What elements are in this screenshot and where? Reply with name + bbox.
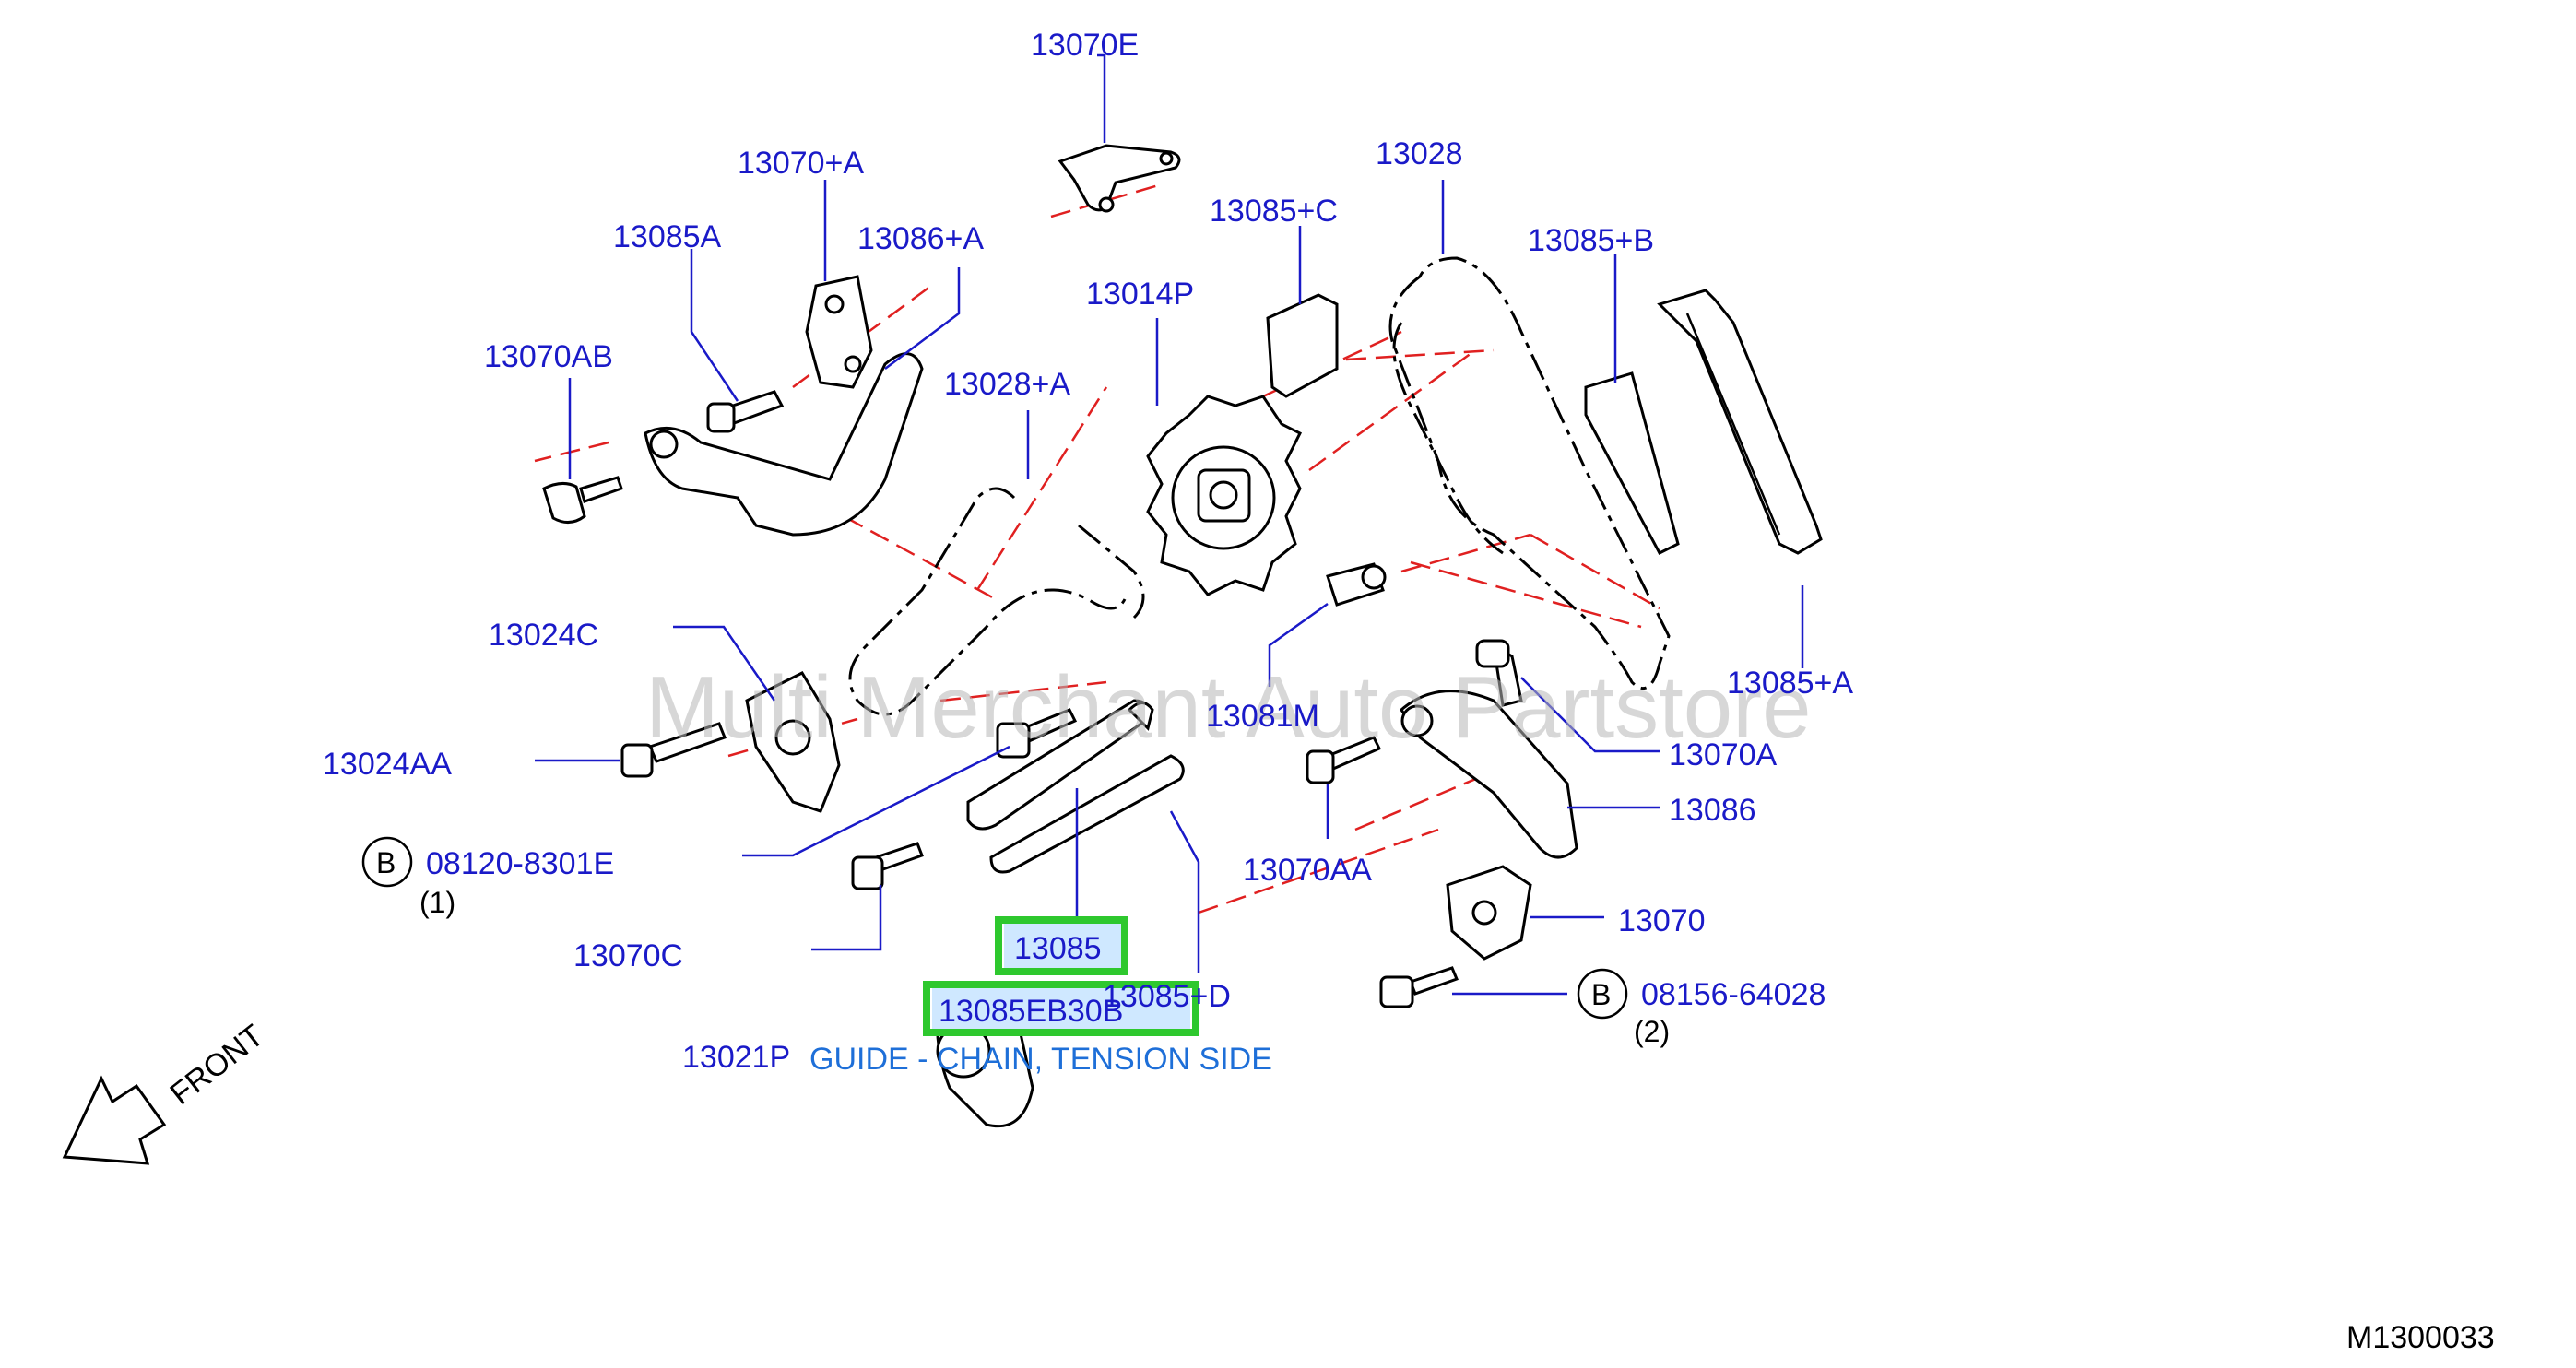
- label-13070E[interactable]: 13070E: [1031, 28, 1139, 63]
- part-13085C-plus-guide: [1266, 293, 1339, 398]
- label-13014P[interactable]: 13014P: [1086, 277, 1194, 312]
- label-13028[interactable]: 13028: [1376, 136, 1463, 171]
- part-13085A-bolt: [706, 390, 785, 433]
- note-2: (2): [1634, 1015, 1670, 1048]
- part-13085B-plus-guide: [1584, 371, 1680, 555]
- note-1: (1): [419, 886, 455, 919]
- part-13014P-sprocket: [1146, 395, 1303, 596]
- watermark: Multi Merchant Auto Partstore: [645, 658, 1812, 757]
- part-08156-bolt: [1379, 966, 1459, 1008]
- label-13028A-plus[interactable]: 13028+A: [944, 367, 1070, 402]
- label-13070A[interactable]: 13070A: [1669, 737, 1778, 772]
- part-13070AB-bolt: [542, 476, 623, 524]
- part-labels: 13070E 13070+A 13085A 13086+A 13070AB 13…: [323, 28, 1853, 1075]
- part-13070-upper-tensioner: [805, 275, 873, 389]
- leader-lines: [535, 53, 1804, 996]
- label-13086[interactable]: 13086: [1669, 793, 1756, 828]
- diagram-id: M1300033: [2346, 1320, 2495, 1355]
- part-13028A-plus-chain: [848, 487, 1145, 716]
- label-13085EB30B[interactable]: 13085EB30B: [939, 994, 1123, 1029]
- label-13070AB[interactable]: 13070AB: [484, 339, 613, 374]
- label-13085A-plus[interactable]: 13085+A: [1727, 666, 1853, 701]
- label-08120-8301E[interactable]: 08120-8301E: [426, 846, 614, 881]
- part-13070AA-bolt: [1306, 736, 1382, 784]
- label-13070[interactable]: 13070: [1618, 903, 1706, 938]
- label-13085C-plus[interactable]: 13085+C: [1210, 194, 1338, 229]
- label-13070C[interactable]: 13070C: [573, 938, 683, 973]
- part-13085A-plus-guide: [1657, 289, 1823, 555]
- part-13070E-bracket: [1058, 144, 1181, 213]
- part-upper-guide-arm: [644, 352, 924, 537]
- b-marker-letter-1: B: [376, 846, 396, 879]
- label-13070AA[interactable]: 13070AA: [1243, 853, 1372, 888]
- label-13085A[interactable]: 13085A: [613, 219, 722, 254]
- bolt-note-1: B 08120-8301E (1): [361, 836, 614, 919]
- label-13021P[interactable]: 13021P: [682, 1040, 790, 1075]
- label-13085[interactable]: 13085: [1014, 931, 1102, 966]
- label-13024AA[interactable]: 13024AA: [323, 747, 452, 782]
- label-13081M[interactable]: 13081M: [1206, 699, 1319, 734]
- label-13086A-plus[interactable]: 13086+A: [857, 221, 984, 256]
- caption-guide-chain-tension-side: GUIDE - CHAIN, TENSION SIDE: [809, 1042, 1272, 1077]
- highlights: [923, 916, 1199, 1036]
- highlight-box-13085: [995, 916, 1128, 975]
- part-13024AA-bolt: [620, 722, 727, 778]
- front-arrow-icon: [62, 1075, 167, 1165]
- highlight-fill-13085: [1004, 924, 1121, 968]
- b-marker-circle-2: [1577, 968, 1628, 1020]
- part-13028-chain: [1388, 256, 1671, 690]
- part-13085-guide-pair: [966, 699, 1185, 874]
- label-13070A-plus[interactable]: 13070+A: [738, 146, 864, 181]
- label-13085D-plus[interactable]: 13085+D: [1103, 979, 1231, 1014]
- highlight-fill-13085EB30B: [932, 988, 1190, 1030]
- label-13024C[interactable]: 13024C: [489, 618, 598, 653]
- highlight-box-13085EB30B: [923, 981, 1199, 1036]
- part-13086-lower-guide: [1400, 690, 1578, 859]
- label-13085B-plus[interactable]: 13085+B: [1528, 223, 1654, 258]
- bolt-note-2: B 08156-64028 (2): [1577, 968, 1826, 1048]
- b-marker-letter-2: B: [1591, 978, 1611, 1011]
- part-13081M-plug: [1326, 562, 1387, 607]
- label-08156-64028[interactable]: 08156-64028: [1641, 977, 1826, 1012]
- part-13070C-bolt: [851, 842, 924, 890]
- part-13070A-bolt: [1475, 639, 1523, 707]
- part-13024C-gasket: [745, 671, 841, 813]
- front-label: FRONT: [164, 1018, 271, 1112]
- front-arrow: FRONT: [62, 1018, 271, 1165]
- part-13070-lower-tensioner: [1446, 865, 1532, 961]
- b-marker-circle-1: [361, 836, 413, 888]
